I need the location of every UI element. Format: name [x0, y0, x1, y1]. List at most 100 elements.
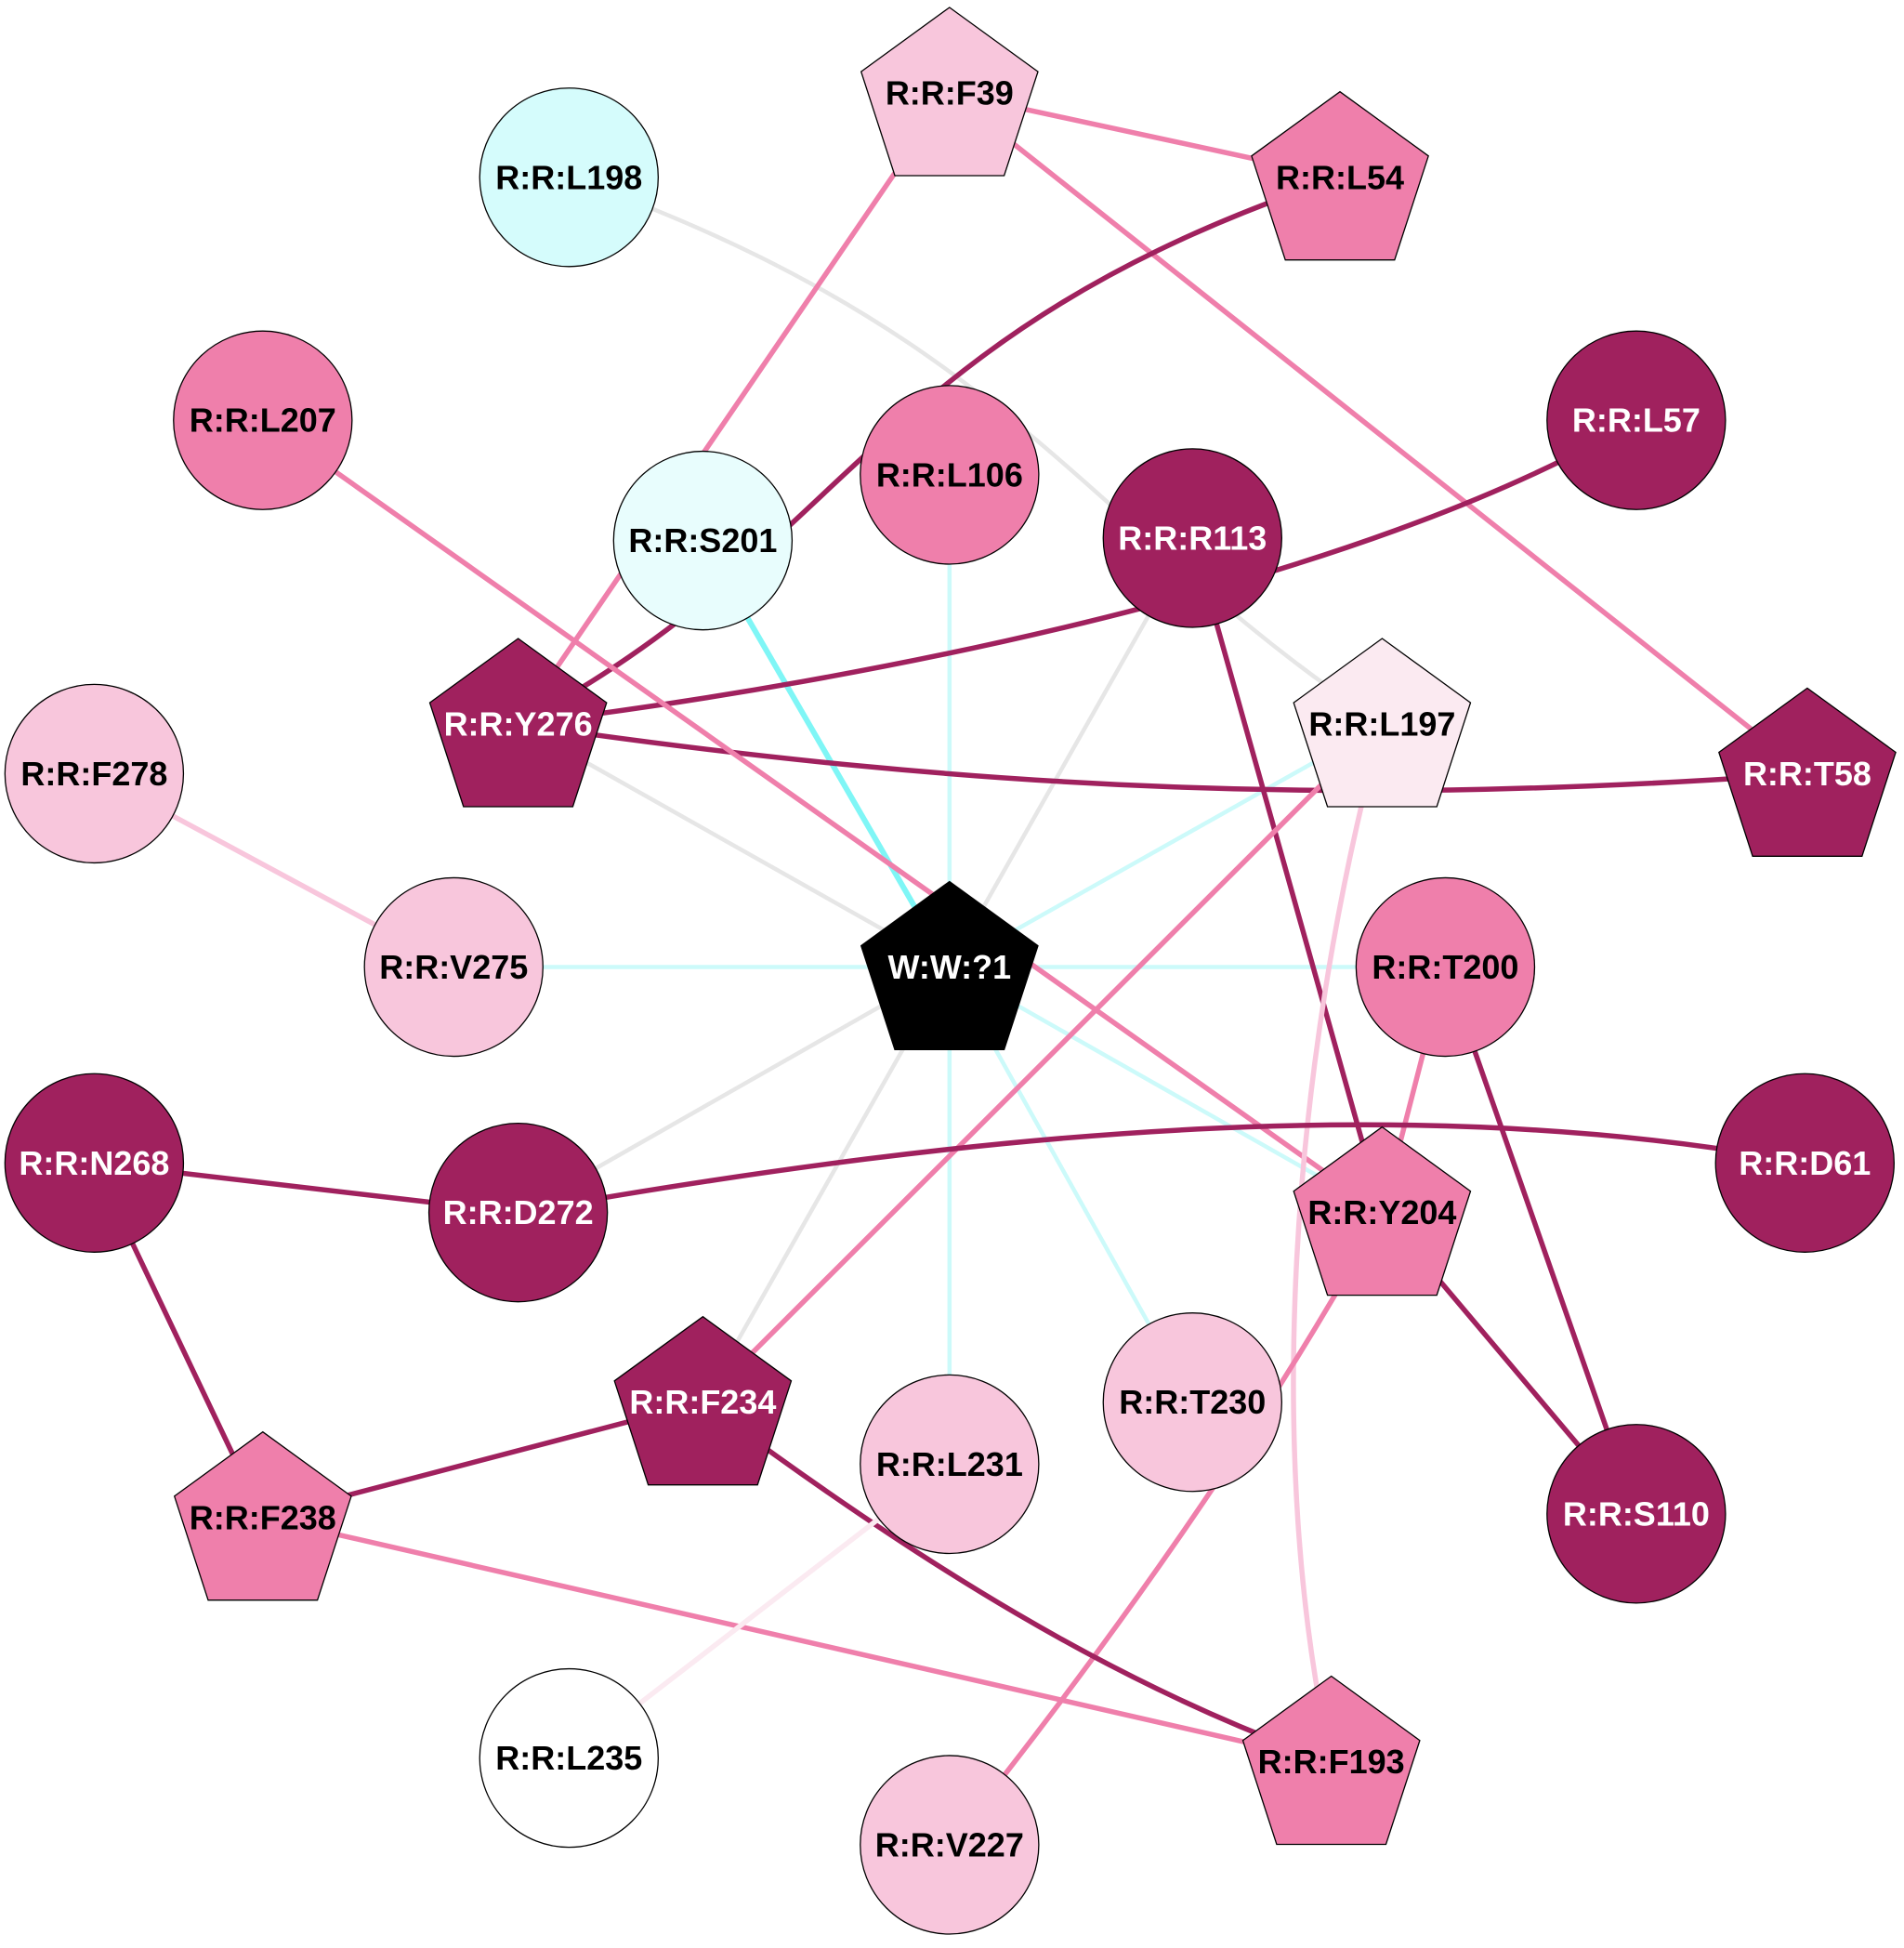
node-label: R:R:F234 — [629, 1383, 776, 1421]
node-t58[interactable]: R:R:T58 — [1718, 687, 1897, 857]
node-circle-shape — [1355, 876, 1536, 1058]
node-label: R:R:F193 — [1258, 1743, 1405, 1781]
node-label: R:R:Y276 — [444, 705, 593, 744]
node-circle-shape — [1546, 330, 1727, 510]
node-label: R:R:L231 — [876, 1445, 1023, 1483]
node-w1[interactable]: W:W:?1 — [860, 880, 1039, 1051]
node-f278[interactable]: R:R:F278 — [4, 683, 185, 864]
node-n268[interactable]: R:R:N268 — [4, 1073, 185, 1253]
node-label: R:R:L57 — [1572, 401, 1700, 440]
node-pentagon-shape — [613, 1315, 793, 1486]
node-circle-shape — [860, 1374, 1040, 1555]
node-circle-shape — [1714, 1073, 1895, 1253]
node-s201[interactable]: R:R:S201 — [612, 450, 794, 631]
node-circle-shape — [1546, 1424, 1727, 1604]
node-pentagon-shape — [1241, 1675, 1421, 1846]
node-label: R:R:V275 — [379, 948, 528, 986]
node-circle-shape — [860, 385, 1040, 565]
node-v275[interactable]: R:R:V275 — [363, 876, 544, 1058]
edge-r113-y204 — [1189, 535, 1385, 1216]
node-pentagon-shape — [1251, 90, 1429, 261]
node-l207[interactable]: R:R:L207 — [173, 330, 353, 510]
node-circle-shape — [4, 683, 185, 864]
node-y276[interactable]: R:R:Y276 — [428, 638, 608, 808]
node-label: R:R:T230 — [1119, 1383, 1266, 1421]
edge-f39-y276 — [515, 90, 952, 727]
edge-l197-f193 — [1291, 721, 1385, 1765]
node-label: R:R:Y204 — [1307, 1193, 1456, 1231]
edge-w1-y204 — [947, 965, 1385, 1215]
edge-f39-t58 — [947, 90, 1810, 777]
node-l106[interactable]: R:R:L106 — [860, 385, 1040, 565]
node-f238[interactable]: R:R:F238 — [173, 1430, 352, 1601]
edge-f234-f193 — [700, 1399, 1334, 1765]
node-label: R:R:D272 — [443, 1193, 594, 1231]
node-circle-shape — [479, 1667, 659, 1849]
node-v227[interactable]: R:R:V227 — [860, 1755, 1040, 1935]
node-f193[interactable]: R:R:F193 — [1241, 1675, 1421, 1846]
node-circle-shape — [427, 1122, 609, 1303]
node-t230[interactable]: R:R:T230 — [1102, 1312, 1282, 1493]
node-circle-shape — [1102, 1312, 1282, 1493]
node-label: R:R:L207 — [190, 401, 336, 440]
edge-w1-y276 — [516, 721, 952, 969]
node-circle-shape — [4, 1073, 185, 1253]
node-f39[interactable]: R:R:F39 — [860, 7, 1039, 177]
node-label: R:R:F238 — [190, 1498, 336, 1536]
node-s110[interactable]: R:R:S110 — [1546, 1424, 1727, 1604]
node-circle-shape — [1102, 448, 1282, 628]
node-pentagon-shape — [1293, 638, 1472, 808]
node-pentagon-shape — [1293, 1125, 1472, 1296]
node-label: R:R:S110 — [1563, 1494, 1710, 1533]
node-circle-shape — [363, 876, 544, 1058]
node-l198[interactable]: R:R:L198 — [479, 87, 659, 268]
edge-t200-s110 — [1442, 964, 1639, 1517]
node-circle-shape — [173, 330, 353, 510]
node-label: R:R:T58 — [1743, 755, 1871, 793]
node-l235[interactable]: R:R:L235 — [479, 1667, 659, 1849]
node-pentagon-shape — [1718, 687, 1897, 857]
node-pentagon-shape — [860, 7, 1039, 177]
node-label: R:R:F278 — [20, 755, 167, 793]
node-l197[interactable]: R:R:L197 — [1293, 638, 1472, 808]
node-d272[interactable]: R:R:D272 — [427, 1122, 609, 1303]
node-l231[interactable]: R:R:L231 — [860, 1374, 1040, 1555]
edge-d272-d61 — [515, 1122, 1808, 1216]
node-pentagon-shape — [860, 880, 1039, 1051]
node-f234[interactable]: R:R:F234 — [613, 1315, 793, 1486]
node-l54[interactable]: R:R:L54 — [1251, 90, 1429, 261]
node-label: R:R:T200 — [1372, 948, 1518, 986]
node-label: R:R:V227 — [875, 1825, 1024, 1863]
node-l57[interactable]: R:R:L57 — [1546, 330, 1727, 510]
edge-w1-l197 — [947, 721, 1385, 969]
node-r113[interactable]: R:R:R113 — [1102, 448, 1282, 628]
node-label: W:W:?1 — [888, 948, 1012, 986]
node-label: R:R:L197 — [1308, 705, 1455, 744]
edge-l198-l197 — [567, 175, 1385, 727]
edge-l57-y276 — [515, 417, 1639, 727]
node-circle-shape — [612, 450, 794, 631]
node-label: R:R:L235 — [495, 1739, 642, 1777]
node-y204[interactable]: R:R:Y204 — [1293, 1125, 1472, 1296]
node-label: R:R:L54 — [1276, 158, 1404, 196]
edge-y276-t58 — [515, 721, 1810, 794]
node-circle-shape — [860, 1755, 1040, 1935]
edge-l197-f234 — [700, 721, 1385, 1405]
edge-l207-y204 — [260, 417, 1385, 1216]
node-pentagon-shape — [428, 638, 608, 808]
node-label: R:R:S201 — [628, 521, 777, 559]
node-d61[interactable]: R:R:D61 — [1714, 1073, 1895, 1253]
node-pentagon-shape — [173, 1430, 352, 1601]
node-label: R:R:F39 — [886, 74, 1014, 112]
node-label: R:R:R113 — [1118, 519, 1267, 557]
edge-y204-v227 — [947, 1209, 1385, 1848]
node-label: R:R:D61 — [1739, 1144, 1871, 1182]
node-label: R:R:L106 — [876, 455, 1023, 494]
node-label: R:R:N268 — [19, 1144, 169, 1182]
node-label: R:R:L198 — [495, 158, 642, 196]
node-t200[interactable]: R:R:T200 — [1355, 876, 1536, 1058]
node-circle-shape — [479, 87, 659, 268]
edge-f238-f193 — [260, 1515, 1334, 1765]
